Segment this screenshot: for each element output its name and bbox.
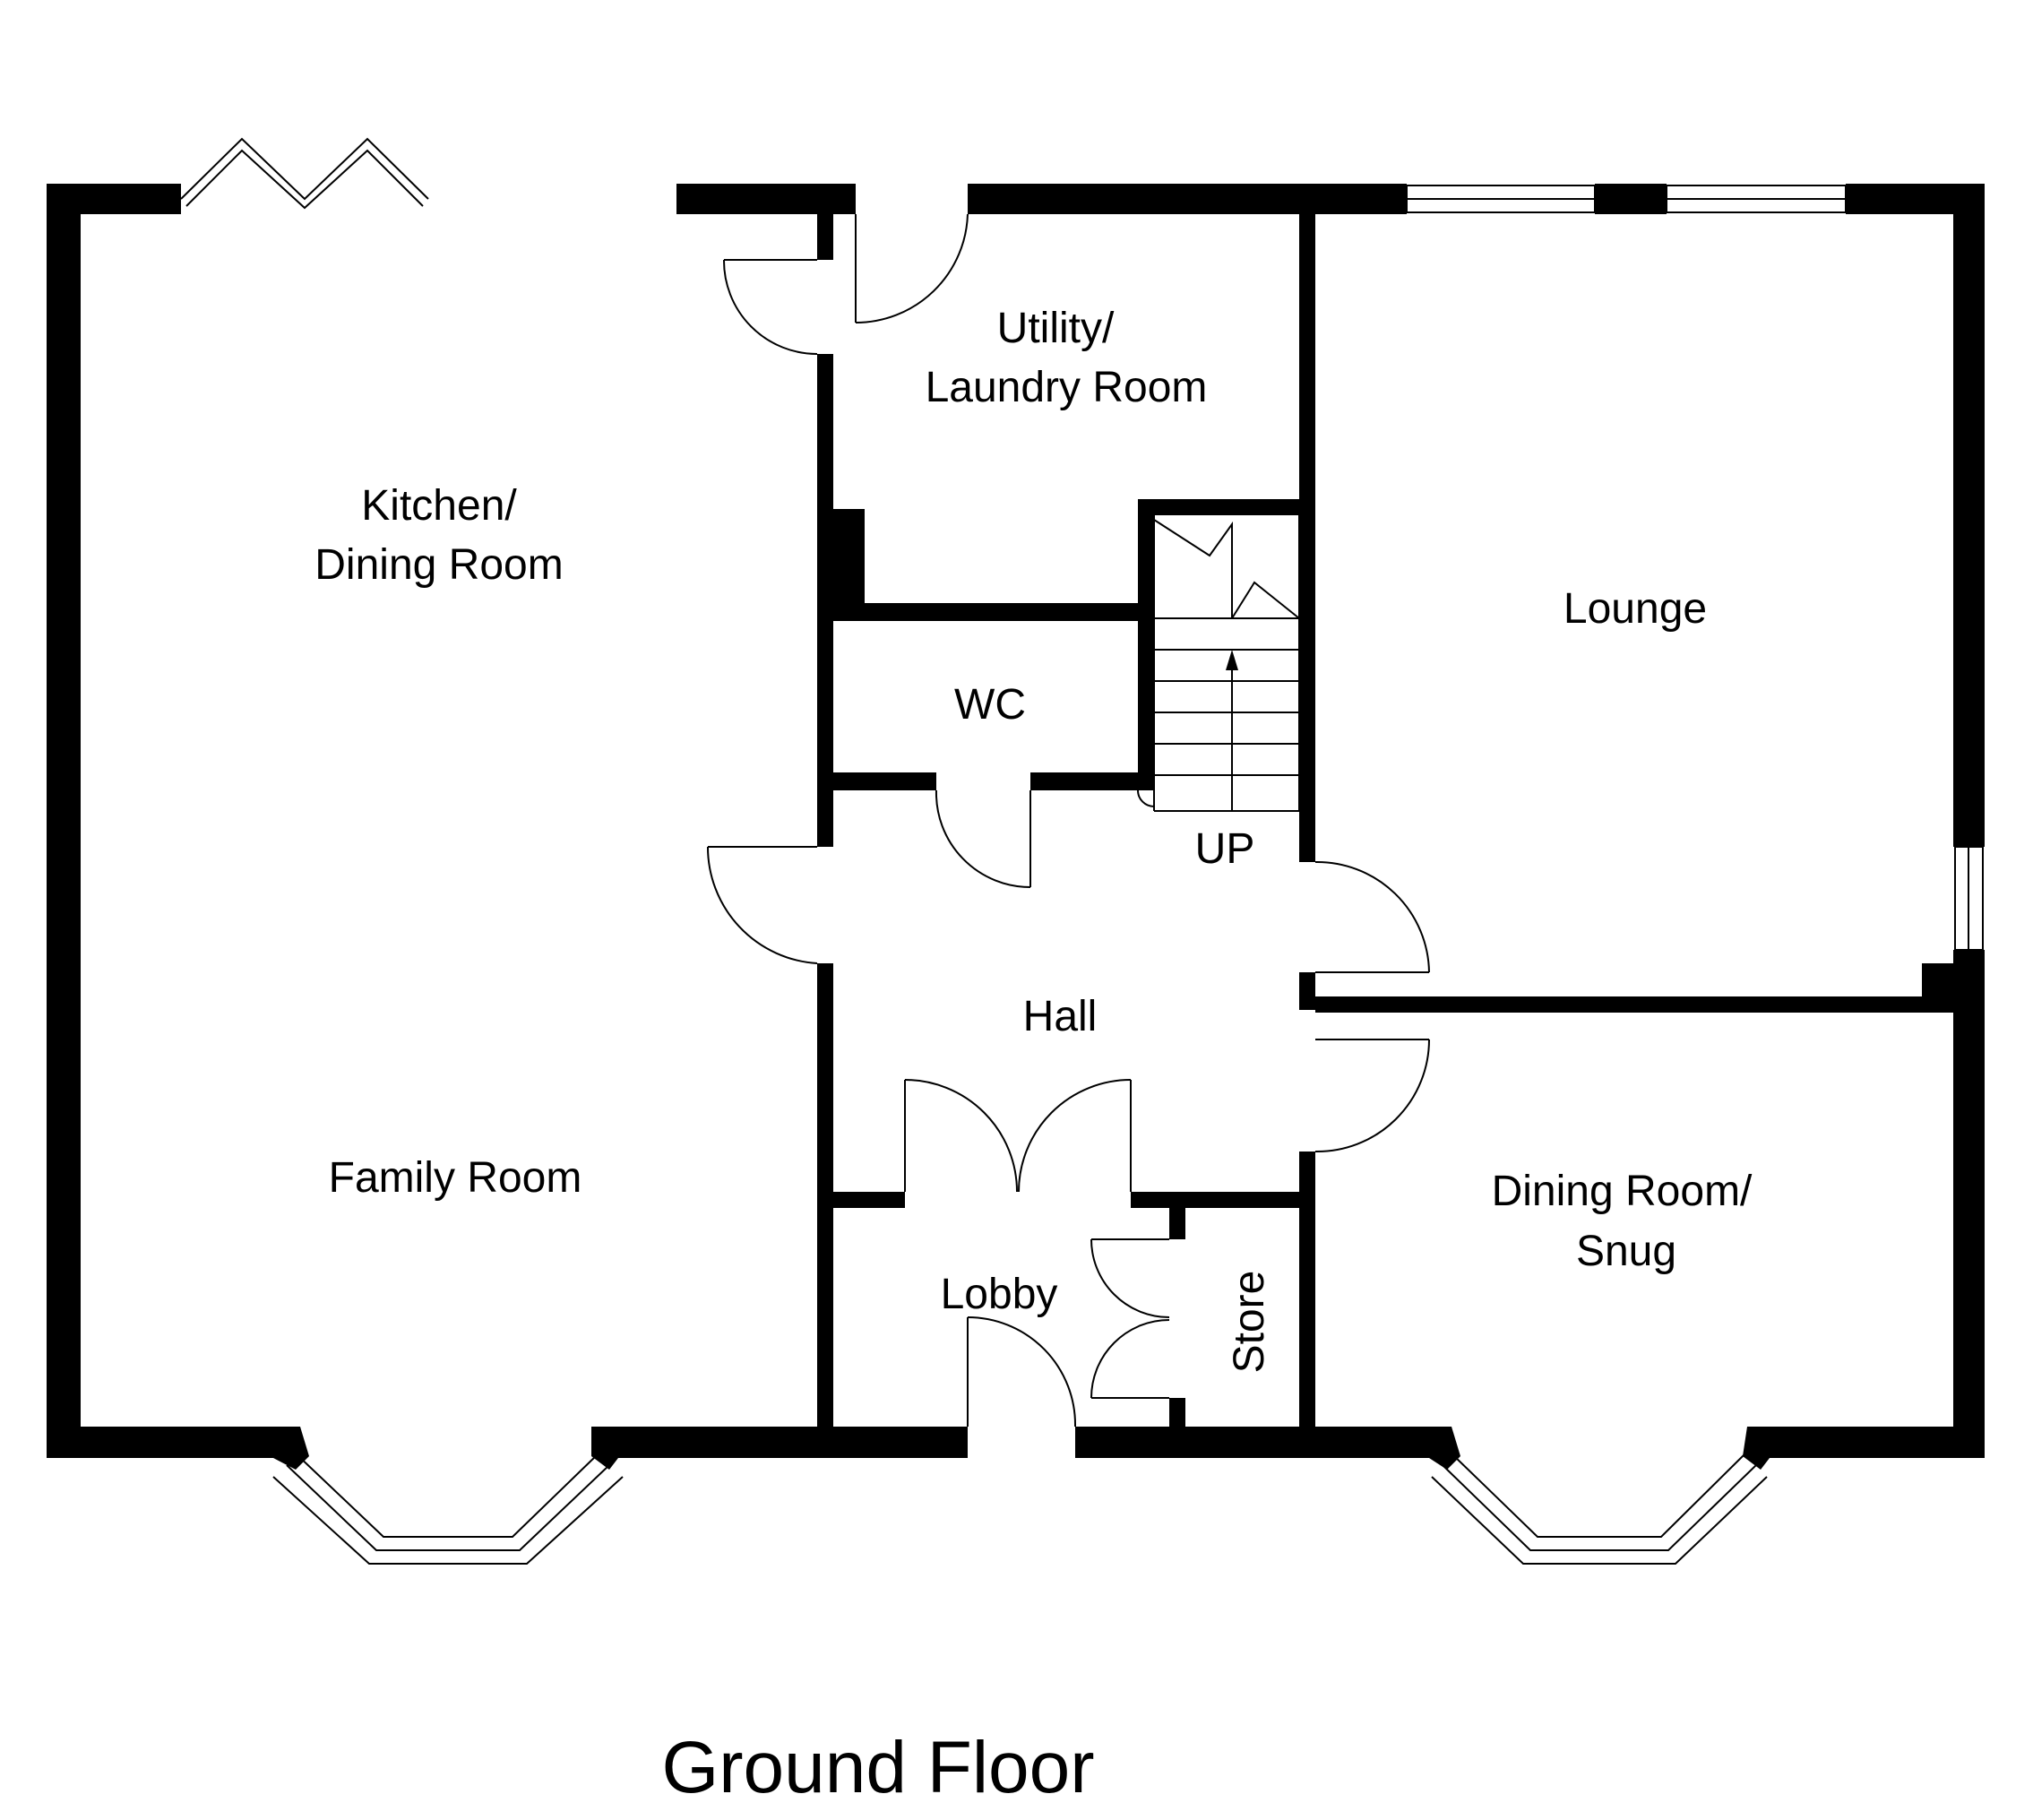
label-dining-line2: Snug xyxy=(1576,1228,1676,1275)
label-hall: Hall xyxy=(1023,993,1098,1040)
label-store: Store xyxy=(1226,1271,1273,1374)
bifold-doors xyxy=(180,137,429,210)
label-utility-line1: Utility/ xyxy=(997,305,1115,352)
label-dining-line1: Dining Room/ xyxy=(1492,1168,1753,1215)
label-lobby: Lobby xyxy=(941,1271,1058,1318)
internal-walls xyxy=(817,184,1953,1427)
label-wc: WC xyxy=(954,681,1026,729)
label-stairs-up: UP xyxy=(1195,825,1255,873)
floor-title: Ground Floor xyxy=(661,1727,1094,1808)
door-swings xyxy=(706,213,1430,1428)
label-kitchen-line1: Kitchen/ xyxy=(361,482,517,530)
label-utility-line2: Laundry Room xyxy=(926,364,1208,411)
stair-arrow-icon xyxy=(1226,650,1238,670)
windows xyxy=(272,185,1984,1565)
outer-walls xyxy=(47,184,1985,1470)
label-family-room: Family Room xyxy=(329,1154,582,1202)
staircase xyxy=(1137,515,1300,812)
label-lounge: Lounge xyxy=(1564,585,1707,633)
room-labels: Kitchen/ Dining Room Family Room Utility… xyxy=(314,305,1753,1373)
label-kitchen-line2: Dining Room xyxy=(314,541,563,589)
